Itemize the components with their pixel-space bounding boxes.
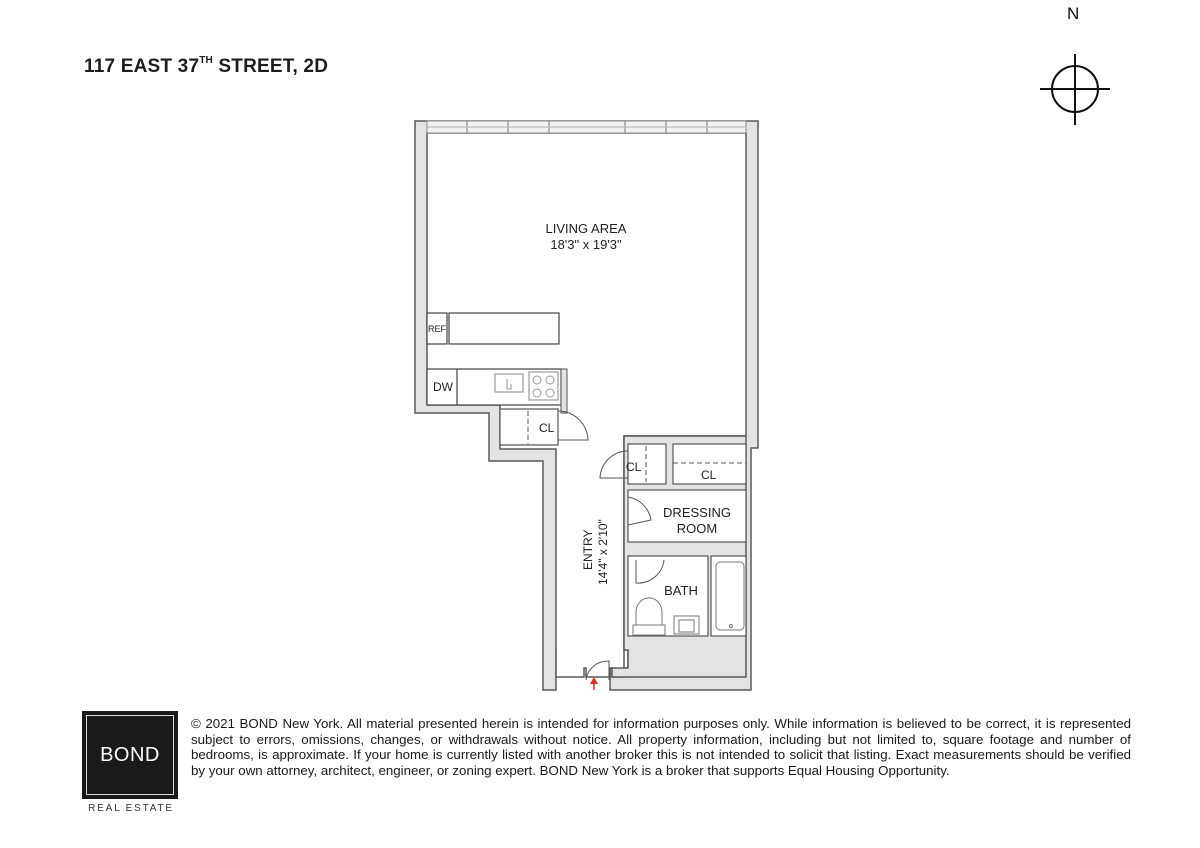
dressing-room-label: DRESSING — [663, 505, 731, 520]
legal-disclaimer: © 2021 BOND New York. All material prese… — [191, 716, 1131, 778]
logo-text: BOND — [100, 743, 160, 766]
refrigerator — [426, 312, 448, 345]
floor-plan: REF DW CL CL CL LIVING AREA 18'3" x 19'3… — [414, 120, 759, 691]
toilet — [635, 597, 663, 626]
kitchen-island — [448, 312, 560, 345]
closet-3 — [672, 443, 747, 485]
entrance-arrow-icon — [590, 677, 598, 684]
bond-logo: BOND — [82, 711, 178, 799]
closet-1 — [499, 408, 559, 446]
entry-dimensions: 14'4" x 2'10" — [596, 519, 610, 585]
stove — [528, 371, 559, 401]
address-prefix: 117 EAST 37 — [84, 56, 200, 77]
closet-1-label: CL — [539, 421, 555, 435]
north-arrow-compass-icon — [1040, 54, 1110, 125]
compass-north-label: N — [1067, 4, 1080, 23]
address-superscript: TH — [199, 54, 213, 66]
entry-label: ENTRY — [581, 530, 595, 570]
logo-subtext: REAL ESTATE — [88, 803, 174, 814]
kitchen-sink — [494, 373, 524, 393]
ref-label: REF — [428, 324, 447, 334]
bath-label: BATH — [664, 583, 698, 598]
page-title: 117 EAST 37TH STREET, 2D — [84, 54, 329, 78]
closet-3-label: CL — [701, 468, 717, 482]
bathtub — [715, 561, 745, 631]
living-area-dimensions: 18'3" x 19'3" — [550, 237, 622, 252]
dressing-room — [627, 489, 747, 543]
address-suffix: STREET, 2D — [212, 56, 329, 77]
dw-label: DW — [433, 380, 454, 394]
closet-2-label: CL — [626, 460, 642, 474]
living-area-label: LIVING AREA — [546, 221, 627, 236]
closet-2 — [627, 443, 667, 485]
dressing-room-label-line2: ROOM — [677, 521, 717, 536]
